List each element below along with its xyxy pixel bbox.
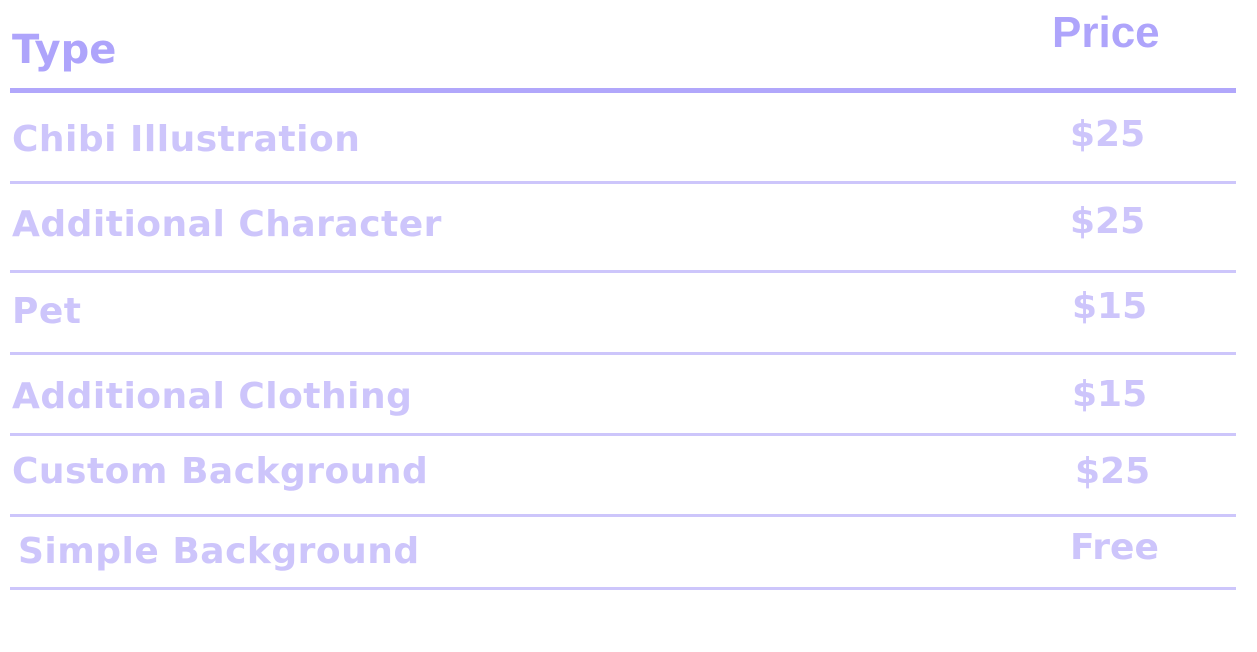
row-divider [10,270,1236,273]
price-column-header: Price [1052,8,1160,57]
row-divider [10,514,1236,517]
type-column-header: Type [12,27,117,73]
row-divider [10,433,1236,436]
row-type-pet: Pet [12,291,82,332]
row-divider [10,587,1236,590]
row-price-pet: $15 [1072,286,1148,327]
row-type-simple-background: Simple Background [18,531,420,572]
row-type-custom-background: Custom Background [12,451,429,492]
row-price-simple-background: Free [1070,527,1159,568]
row-type-additional-clothing: Additional Clothing [12,376,413,417]
row-price-custom-background: $25 [1075,451,1151,492]
header-divider [10,88,1236,93]
row-price-chibi-illustration: $25 [1070,114,1146,155]
row-divider [10,352,1236,355]
row-price-additional-clothing: $15 [1072,374,1148,415]
row-type-additional-character: Additional Character [12,204,442,245]
row-divider [10,181,1236,184]
row-price-additional-character: $25 [1070,201,1146,242]
row-type-chibi-illustration: Chibi Illustration [12,119,361,160]
